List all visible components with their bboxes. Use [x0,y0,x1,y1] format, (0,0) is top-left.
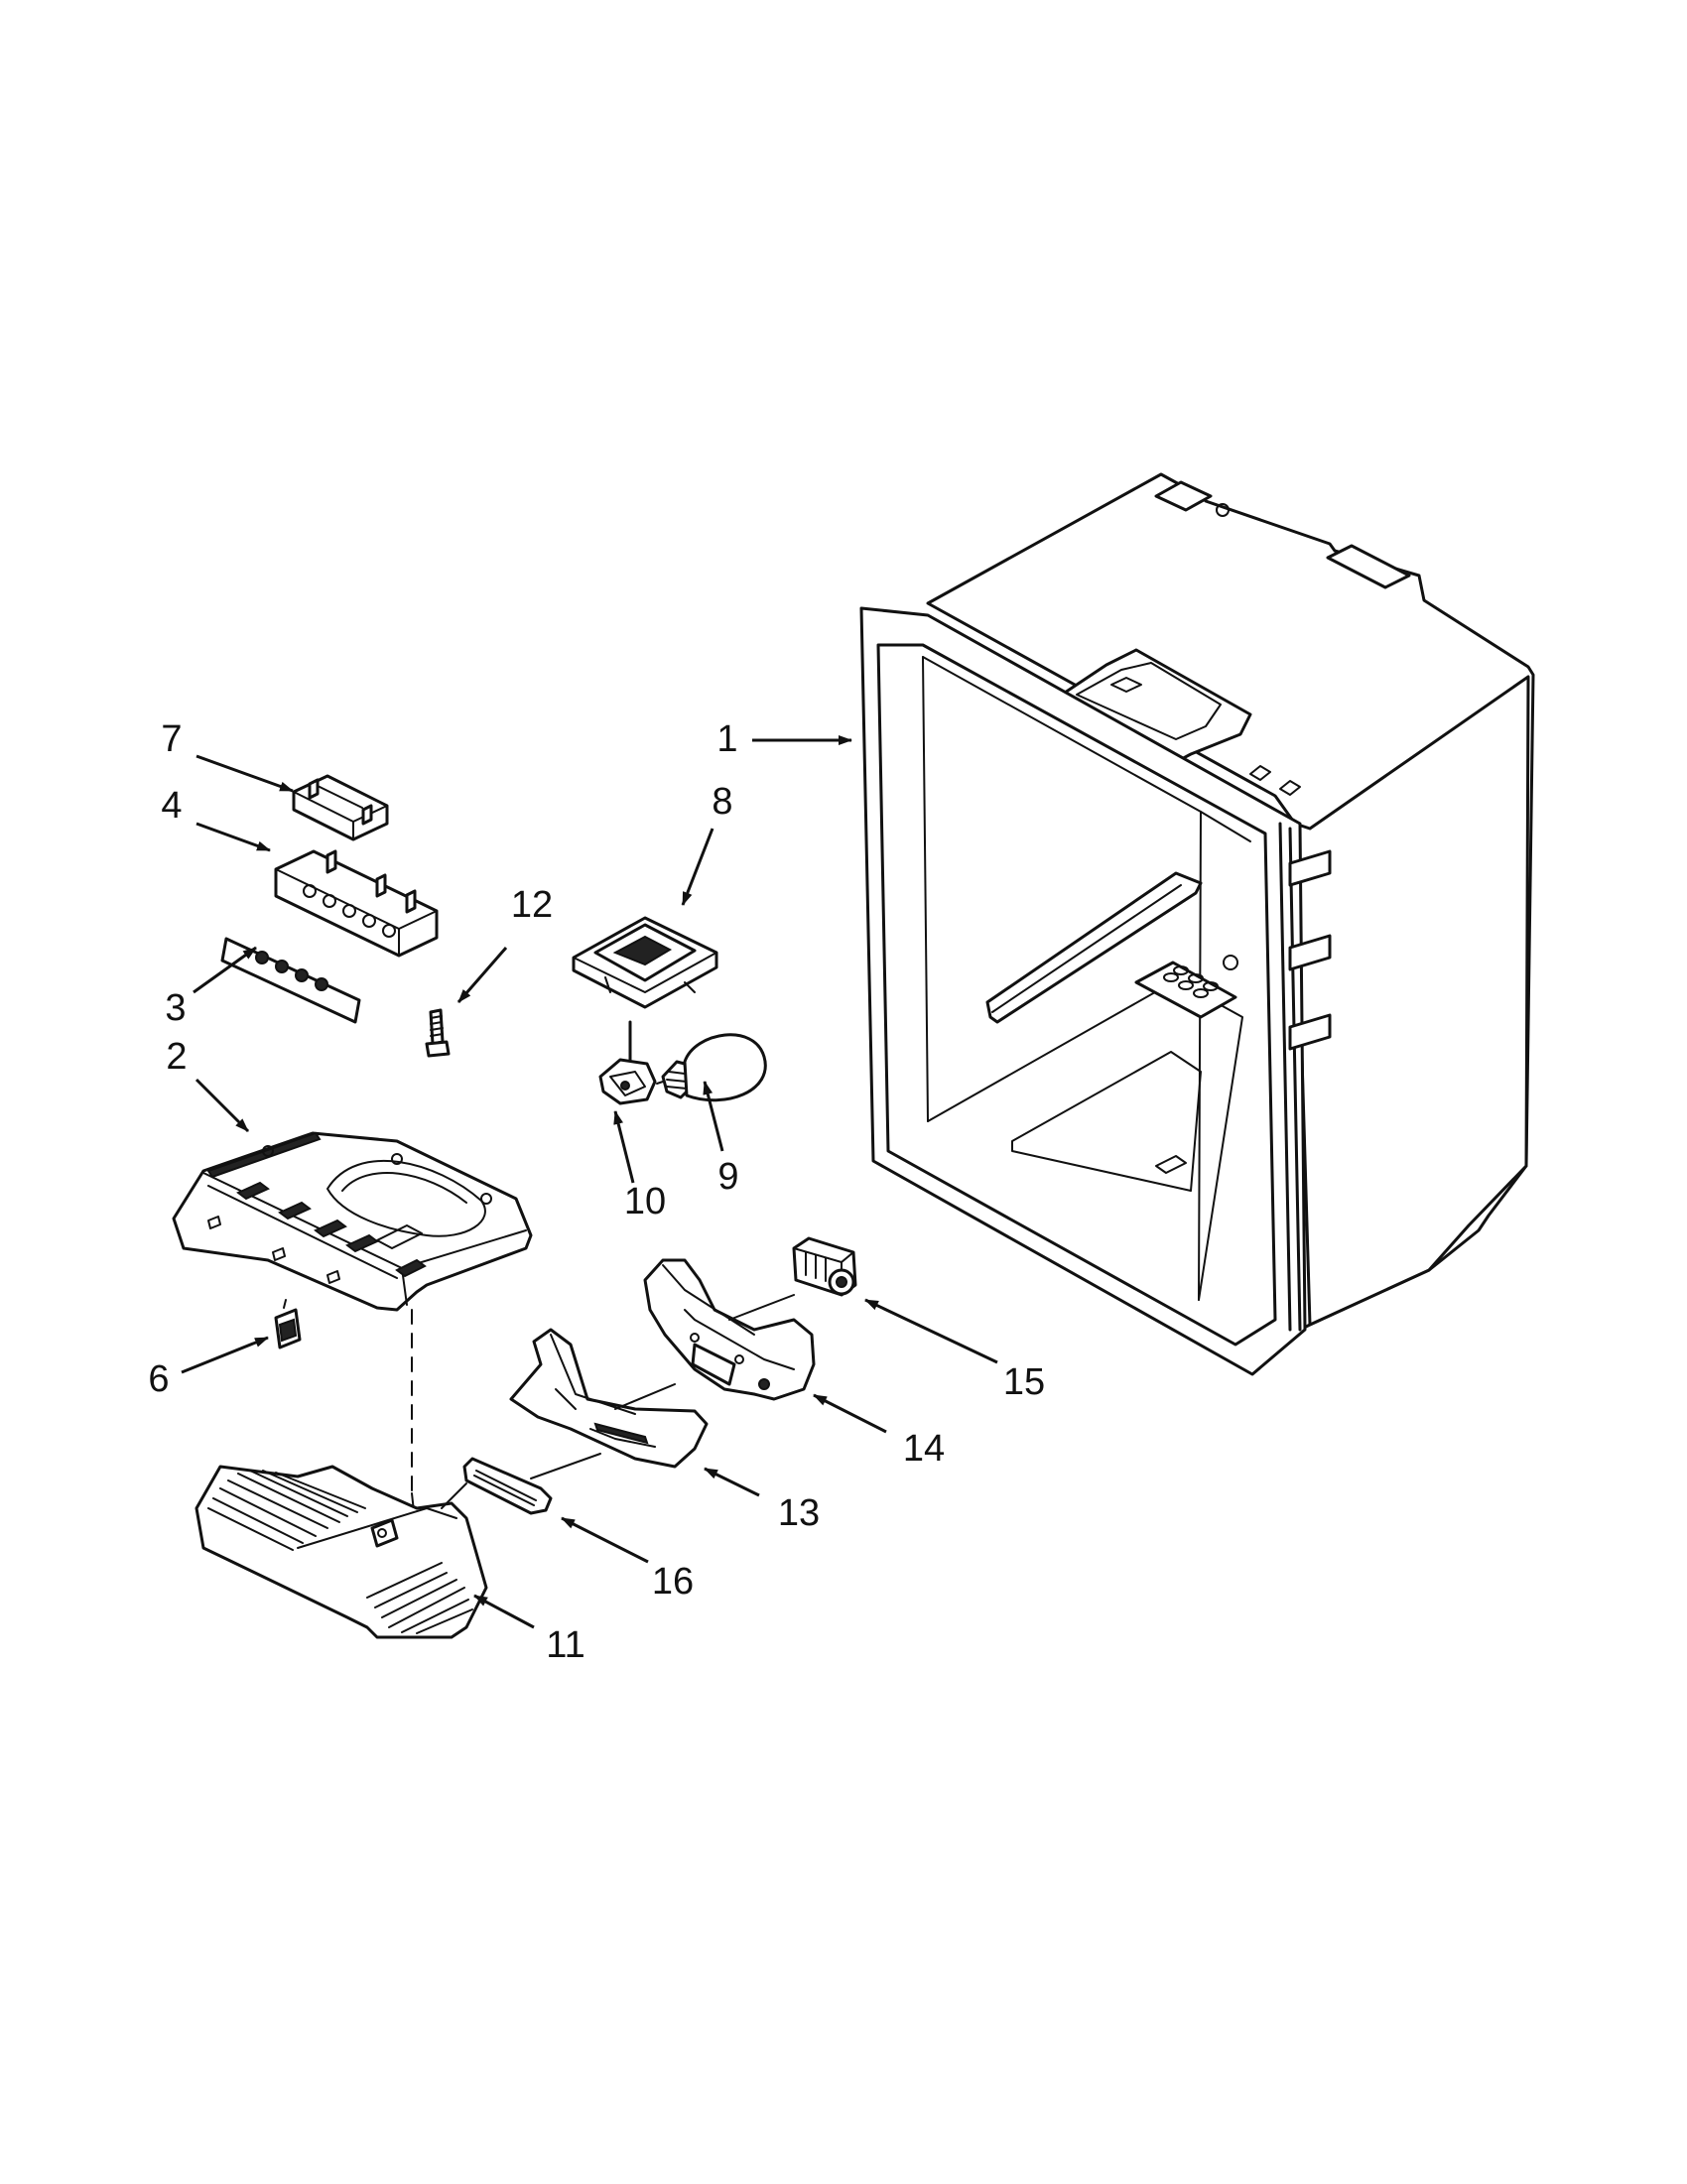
callout-11: 11 [546,1624,584,1666]
assembly-line-16-13 [530,1453,601,1479]
callout-1: 1 [716,718,737,760]
callout-2: 2 [166,1036,187,1078]
callout-14: 14 [903,1428,945,1470]
callout-7: 7 [161,718,182,760]
part-14-housing [643,1258,816,1401]
part-11-grille [195,1465,488,1639]
part-13-cover [509,1328,709,1469]
callout-9: 9 [717,1156,738,1198]
part-15-thermostat [792,1236,857,1297]
part-9-bulb [656,1033,767,1102]
callout-3: 3 [165,987,186,1029]
part-4-housing [274,849,439,958]
part-8-lamp-housing [572,916,718,1009]
callout-15: 15 [1003,1361,1045,1403]
assembly-line-14-15 [728,1294,795,1321]
part-1-liner [859,472,1535,1376]
part-6-switch [274,1299,302,1349]
part-3-overlay [220,937,361,1024]
callout-16: 16 [652,1561,694,1603]
callout-8: 8 [712,781,732,823]
part-16-trim [462,1457,553,1515]
callout-labels: 1 2 3 4 6 7 8 9 10 11 12 13 14 15 16 [148,718,1045,1666]
callout-4: 4 [161,785,182,827]
part-7-bracket [292,774,389,841]
assembly-line-11-16 [441,1482,467,1509]
leader-arrows [181,735,998,1629]
part-10-socket [598,1020,657,1105]
callout-6: 6 [148,1358,169,1400]
assembly-line-14-13 [614,1383,676,1410]
part-12-screw [425,1008,451,1058]
callout-12: 12 [511,884,553,926]
callout-10: 10 [624,1181,666,1222]
part-2-control-housing [172,1131,533,1312]
callout-13: 13 [778,1492,820,1534]
